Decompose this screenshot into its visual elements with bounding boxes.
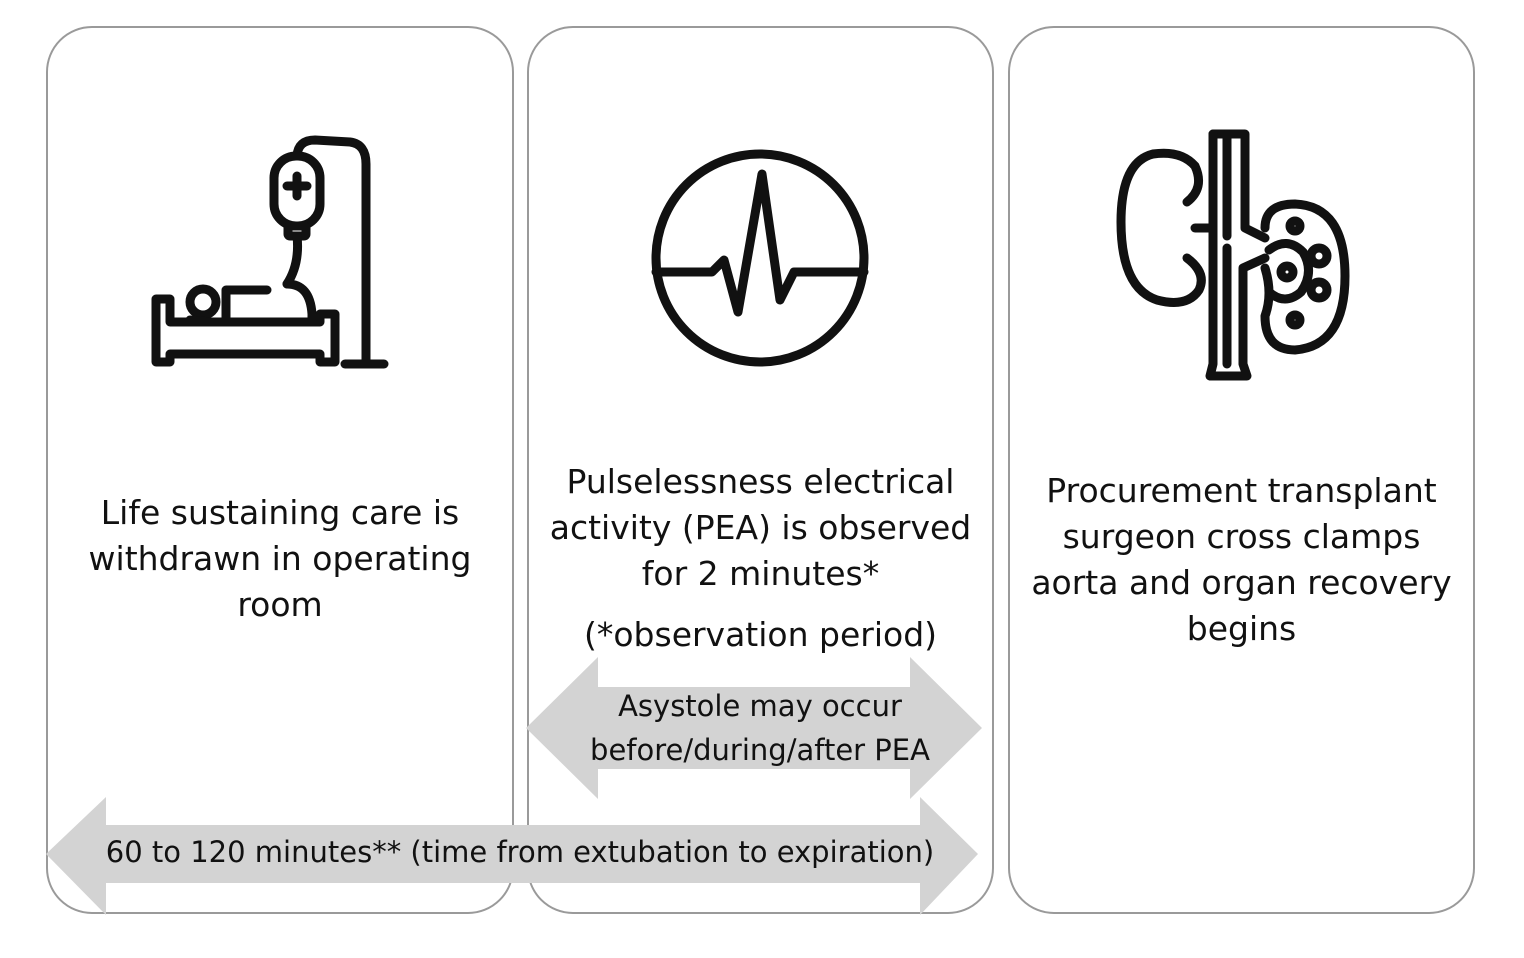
duration-double-arrow [46,797,978,915]
text-line: begins [1186,609,1297,648]
heart-monitor-icon [651,149,869,367]
text-line: surgeon cross clamps [1062,517,1421,556]
asystole-arrow-text: Asystole may occur before/during/after P… [560,684,960,772]
text-line: before/during/after PEA [590,733,930,767]
text-line: activity (PEA) is observed [549,508,972,547]
observation-period-note: (*observation period) [583,615,938,654]
text-line: aorta and organ recovery [1031,563,1452,602]
panel-procurement-text: Procurement transplant surgeon cross cla… [1010,468,1473,652]
text-line: Pulselessness electrical [566,462,955,501]
text-line: for 2 minutes* [641,554,880,593]
panel-withdrawal [46,26,514,914]
text-line: Life sustaining care is [100,493,460,532]
text-line: Asystole may occur [618,689,902,723]
text-line: Procurement transplant [1046,471,1437,510]
text-line: room [237,585,323,624]
panel-withdrawal-text: Life sustaining care is withdrawn in ope… [48,490,512,628]
panel-pea-text: Pulselessness electrical activity (PEA) … [529,459,992,597]
text-line: withdrawn in operating [88,539,472,578]
kidney-organ-icon [1116,129,1350,381]
asystole-double-arrow [526,657,982,799]
duration-arrow-text: 60 to 120 minutes** (time from extubatio… [105,835,935,869]
patient-bed-iv-icon [151,135,389,369]
